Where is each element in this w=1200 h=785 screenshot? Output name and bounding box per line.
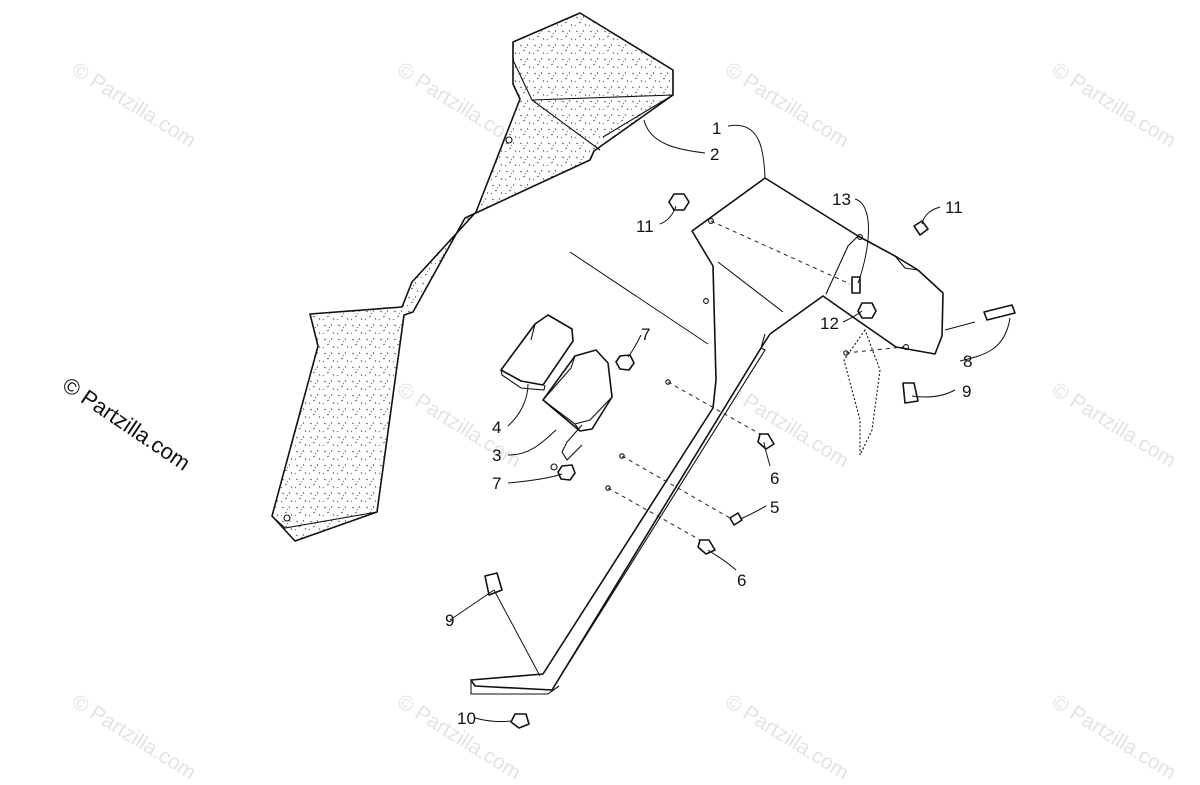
bracket-part-3 (542, 349, 613, 461)
callout-4: 4 (492, 418, 501, 437)
main-cover-part (470, 177, 944, 695)
callout-labels: 1 2 3 4 5 6 6 7 7 8 9 9 10 11 11 12 13 (445, 119, 972, 728)
callout-9b: 9 (445, 611, 454, 630)
leader-lines (474, 119, 1011, 723)
callout-13: 13 (832, 190, 851, 209)
callout-9a: 9 (962, 382, 971, 401)
foam-pad-part (271, 12, 674, 542)
callout-5: 5 (770, 498, 779, 517)
callout-11b: 11 (945, 198, 963, 217)
mounting-bracket-sketch (843, 328, 881, 456)
callout-11a: 11 (636, 217, 654, 236)
callout-7a: 7 (641, 325, 650, 344)
bracket-part-4 (500, 314, 574, 471)
callout-6a: 6 (770, 469, 779, 488)
callout-2: 2 (710, 145, 719, 164)
callout-6b: 6 (737, 571, 746, 590)
exploded-parts-diagram: 1 2 3 4 5 6 6 7 7 8 9 9 10 11 11 12 13 (271, 12, 1016, 729)
callout-10: 10 (457, 709, 476, 728)
callout-12: 12 (820, 314, 839, 333)
callout-1: 1 (712, 119, 721, 138)
fasteners (484, 193, 1016, 729)
callout-8: 8 (963, 352, 972, 371)
alignment-lines (449, 220, 976, 677)
callout-3: 3 (492, 446, 501, 465)
callout-7b: 7 (492, 474, 501, 493)
